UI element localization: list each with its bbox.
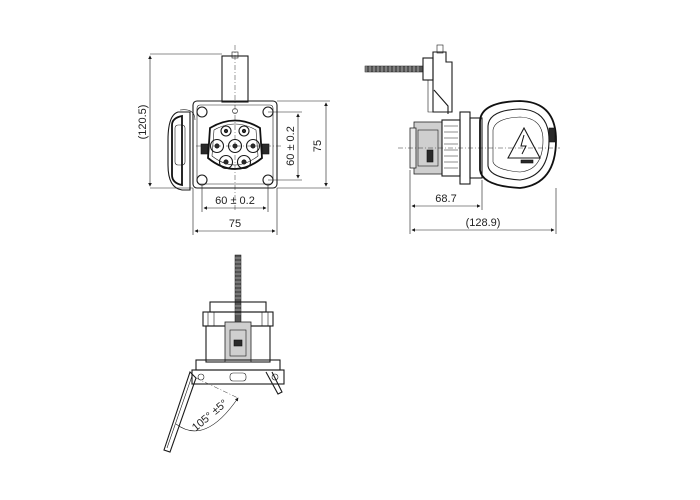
dim-width-horizontal-label: 75 — [229, 218, 241, 230]
dim-width-vertical: 75 — [277, 100, 330, 189]
front-tube — [221, 45, 249, 210]
dim-pitch-vertical: 60 ± 0.2 — [268, 111, 302, 181]
dim-width-vertical-label: 75 — [312, 140, 324, 152]
top-view: 105° ±5° — [163, 254, 285, 453]
dim-angle-label: 105° ±5° — [190, 397, 230, 433]
front-view: (120.5) 60 ± 0.2 75 60 ± 0.2 75 — [137, 45, 330, 235]
top-lid-open — [163, 370, 197, 453]
dim-overall-height: (120.5) — [137, 53, 222, 189]
side-view: 68.7 (128.9) — [364, 44, 560, 234]
top-threaded-rod — [234, 254, 242, 326]
dim-depth-overall-label: (128.9) — [466, 217, 501, 229]
dim-pitch-horizontal-label: 60 ± 0.2 — [215, 195, 255, 207]
dim-depth-overall: (128.9) — [409, 188, 557, 234]
warning-triangle-icon — [507, 126, 541, 159]
side-lid — [479, 100, 557, 189]
front-socket — [196, 119, 282, 170]
front-lid — [167, 109, 196, 191]
dim-pitch-vertical-label: 60 ± 0.2 — [285, 126, 297, 166]
dim-depth: 68.7 — [409, 170, 483, 210]
side-threaded-rod — [364, 65, 424, 73]
side-body — [398, 111, 560, 185]
dim-pitch-horizontal: 60 ± 0.2 — [201, 185, 269, 212]
dim-depth-label: 68.7 — [435, 193, 456, 205]
side-bracket — [422, 44, 453, 114]
top-body — [191, 301, 285, 395]
dim-width-horizontal: 75 — [192, 188, 278, 235]
dim-overall-height-label: (120.5) — [137, 105, 149, 140]
